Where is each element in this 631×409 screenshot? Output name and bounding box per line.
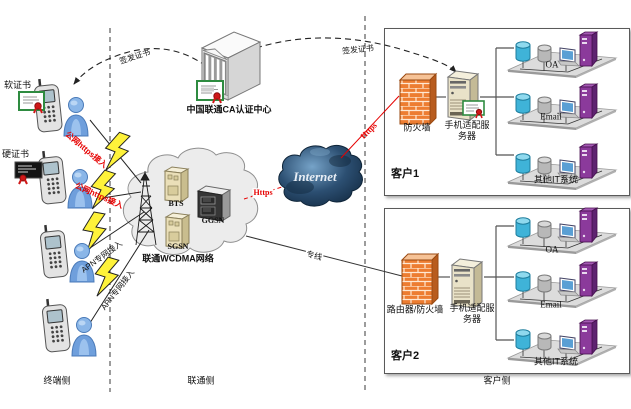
lightning-bolts xyxy=(82,131,131,297)
customer1-system-other-label: 其他IT系统 xyxy=(534,174,578,185)
lightning-bolt-2 xyxy=(90,169,117,210)
customer1-email-platform xyxy=(506,80,618,130)
access-line-3 xyxy=(83,211,145,253)
access-line-4 xyxy=(87,229,150,327)
lightning-bolt-1 xyxy=(104,131,131,171)
customer2-system-other-label: 其他IT系统 xyxy=(534,356,578,367)
customer2-name: 客户2 xyxy=(391,350,420,362)
terminal-3 xyxy=(40,224,102,288)
customer1-other-it-platform xyxy=(506,140,618,190)
phone-icon xyxy=(42,298,71,353)
user-icon xyxy=(69,243,95,283)
customer1-server-label: 手机适配服务器 xyxy=(444,120,490,141)
dedicated-line-wcdma-customer2 xyxy=(245,235,403,277)
user-icon xyxy=(71,317,97,357)
customer2-firewall-icon xyxy=(400,250,442,308)
terminal-4 xyxy=(42,298,104,362)
internet-label: Internet xyxy=(293,169,337,185)
wcdma-cloud-shape xyxy=(122,147,259,255)
gray-cylinder-icon xyxy=(537,44,552,63)
zone-carrier-label: 联通侧 xyxy=(187,375,215,386)
zone-customer-label: 客户侧 xyxy=(483,375,511,386)
database-cylinder-icon xyxy=(515,41,531,62)
bts-cabinet-icon xyxy=(162,164,190,204)
soft-cert-label: 软证书 xyxy=(4,80,32,90)
customer1-firewall-label: 防火墙 xyxy=(403,122,431,133)
customer1-system-oa-label: OA xyxy=(545,59,559,70)
customer2-oa-platform xyxy=(506,204,618,254)
lightning-bolt-3 xyxy=(82,211,107,253)
customer2-other-it-platform xyxy=(506,316,618,366)
customer1-firewall-icon xyxy=(398,70,440,128)
customer2-connectors xyxy=(438,225,514,341)
phone-icon xyxy=(40,224,69,279)
ca-center-label: 中国联通CA认证中心 xyxy=(186,104,272,115)
soft-certificate-icon xyxy=(18,91,46,114)
customer2-adapter-server-icon xyxy=(448,256,486,310)
customer2-firewall-label: 路由器/防火墙 xyxy=(386,304,444,315)
https-link-internet-customer1 xyxy=(340,95,400,159)
customer1-server-cert-icon xyxy=(462,100,486,119)
customer2-server-label: 手机适配服务器 xyxy=(449,303,495,324)
bts-tower-icon xyxy=(135,171,157,246)
lightning-bolt-4 xyxy=(94,256,120,297)
customer2-email-platform xyxy=(506,258,618,308)
hard-certificate-icon xyxy=(14,161,44,185)
internet-cloud-shape xyxy=(278,144,363,207)
https-label-1: Https xyxy=(252,188,274,198)
customer1-connectors xyxy=(436,47,514,156)
ca-center-building-icon xyxy=(196,26,266,106)
wcdma-cloud-label: 联通WCDMA网络 xyxy=(142,253,214,264)
phone-icon xyxy=(38,150,67,205)
customer1-system-email-label: Email xyxy=(540,111,562,122)
bts-label: BTS xyxy=(168,199,184,209)
purple-tower-icon xyxy=(578,31,599,68)
user-icon xyxy=(67,169,93,209)
user-icon xyxy=(63,97,89,137)
sgsn-cabinet-icon xyxy=(163,210,191,250)
zone-terminal-label: 终端侧 xyxy=(43,375,71,386)
ca-certificate-icon xyxy=(196,80,224,104)
customer1-oa-platform xyxy=(506,28,618,78)
ggsn-server-icon xyxy=(194,183,234,225)
customer2-system-email-label: Email xyxy=(540,299,562,310)
terminal-2 xyxy=(38,150,100,214)
ggsn-label: GGSN xyxy=(201,216,225,226)
customer1-name: 客户1 xyxy=(391,168,420,180)
laptop-icon xyxy=(557,47,580,67)
customer2-system-oa-label: OA xyxy=(545,244,559,255)
hard-cert-label: 硬证书 xyxy=(2,149,30,159)
sgsn-label: SGSN xyxy=(167,242,189,252)
issue-cert-curve-left xyxy=(73,48,207,85)
